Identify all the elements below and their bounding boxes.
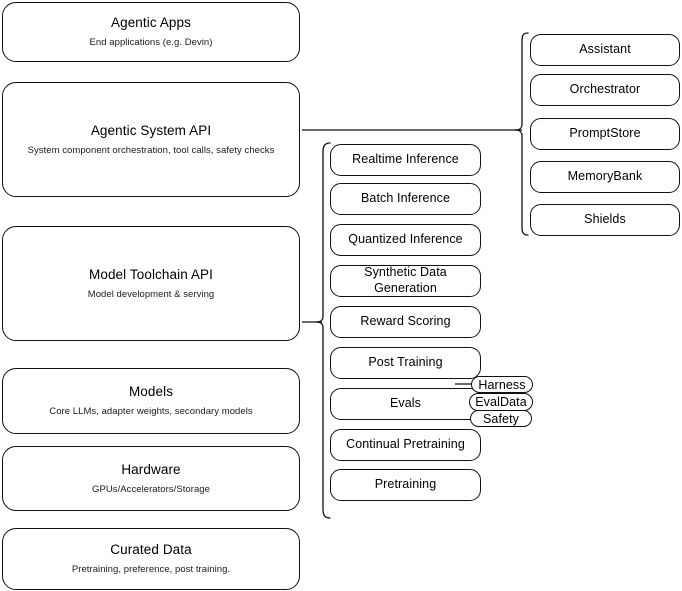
layer-title: Models: [128, 384, 174, 400]
layer-title: Model Toolchain API: [89, 266, 213, 282]
system-component-memorybank[interactable]: MemoryBank: [530, 161, 680, 193]
system-component-promptstore[interactable]: PromptStore: [530, 118, 680, 150]
layer-curated-data[interactable]: Curated Data Pretraining, preference, po…: [2, 528, 300, 590]
layer-subtitle: Pretraining, preference, post training.: [71, 564, 231, 575]
brace-toolchain-capabilities: [315, 142, 331, 519]
capability-label: Synthetic Data Generation: [364, 265, 447, 295]
evals-pill-evaldata[interactable]: EvalData: [469, 393, 533, 411]
evals-pill-safety[interactable]: Safety: [470, 410, 532, 427]
layer-title: Agentic System API: [90, 122, 212, 138]
capability-label: Quantized Inference: [348, 232, 463, 247]
component-label: Assistant: [579, 42, 631, 57]
component-label: MemoryBank: [567, 169, 643, 184]
capability-label: Continual Pretraining: [346, 437, 465, 452]
capability-batch-inference[interactable]: Batch Inference: [330, 183, 481, 215]
layer-models[interactable]: Models Core LLMs, adapter weights, secon…: [2, 368, 300, 434]
brace-system-components: [514, 32, 529, 236]
capability-synthetic-data-generation[interactable]: Synthetic Data Generation: [330, 265, 481, 297]
layer-subtitle: Model development & serving: [87, 288, 215, 300]
layer-hardware[interactable]: Hardware GPUs/Accelerators/Storage: [2, 446, 300, 511]
layer-subtitle: System component orchestration, tool cal…: [27, 144, 275, 156]
capability-label: Pretraining: [374, 477, 437, 492]
system-component-assistant[interactable]: Assistant: [530, 34, 680, 66]
layer-subtitle: GPUs/Accelerators/Storage: [92, 483, 210, 495]
evals-pill-harness[interactable]: Harness: [471, 376, 533, 393]
component-label: Orchestrator: [569, 82, 641, 97]
capability-pretraining[interactable]: Pretraining: [330, 469, 481, 501]
component-label: Shields: [584, 212, 626, 227]
layer-title: Hardware: [121, 461, 181, 477]
pill-label: Safety: [482, 411, 520, 426]
layer-subtitle: End applications (e.g. Devin): [89, 37, 213, 48]
pill-label: Harness: [478, 377, 526, 392]
pill-label: EvalData: [475, 395, 527, 409]
layer-subtitle: Core LLMs, adapter weights, secondary mo…: [49, 406, 253, 417]
layer-agentic-apps[interactable]: Agentic Apps End applications (e.g. Devi…: [2, 2, 300, 62]
capability-realtime-inference[interactable]: Realtime Inference: [330, 144, 481, 176]
capability-label: Post Training: [368, 355, 443, 370]
system-component-orchestrator[interactable]: Orchestrator: [530, 74, 680, 106]
capability-evals[interactable]: Evals: [330, 388, 481, 420]
layer-title: Agentic Apps: [110, 15, 191, 31]
capability-label: Reward Scoring: [360, 314, 451, 329]
layer-agentic-system-api[interactable]: Agentic System API System component orch…: [2, 82, 300, 197]
capability-reward-scoring[interactable]: Reward Scoring: [330, 306, 481, 338]
layer-title: Curated Data: [110, 542, 192, 558]
system-component-shields[interactable]: Shields: [530, 204, 680, 236]
capability-label: Realtime Inference: [352, 152, 459, 167]
capability-continual-pretraining[interactable]: Continual Pretraining: [330, 429, 481, 461]
capability-label: Evals: [389, 396, 422, 411]
layer-model-toolchain-api[interactable]: Model Toolchain API Model development & …: [2, 226, 300, 341]
capability-quantized-inference[interactable]: Quantized Inference: [330, 224, 481, 256]
capability-post-training[interactable]: Post Training: [330, 347, 481, 379]
component-label: PromptStore: [569, 126, 641, 141]
capability-label: Batch Inference: [360, 191, 451, 206]
